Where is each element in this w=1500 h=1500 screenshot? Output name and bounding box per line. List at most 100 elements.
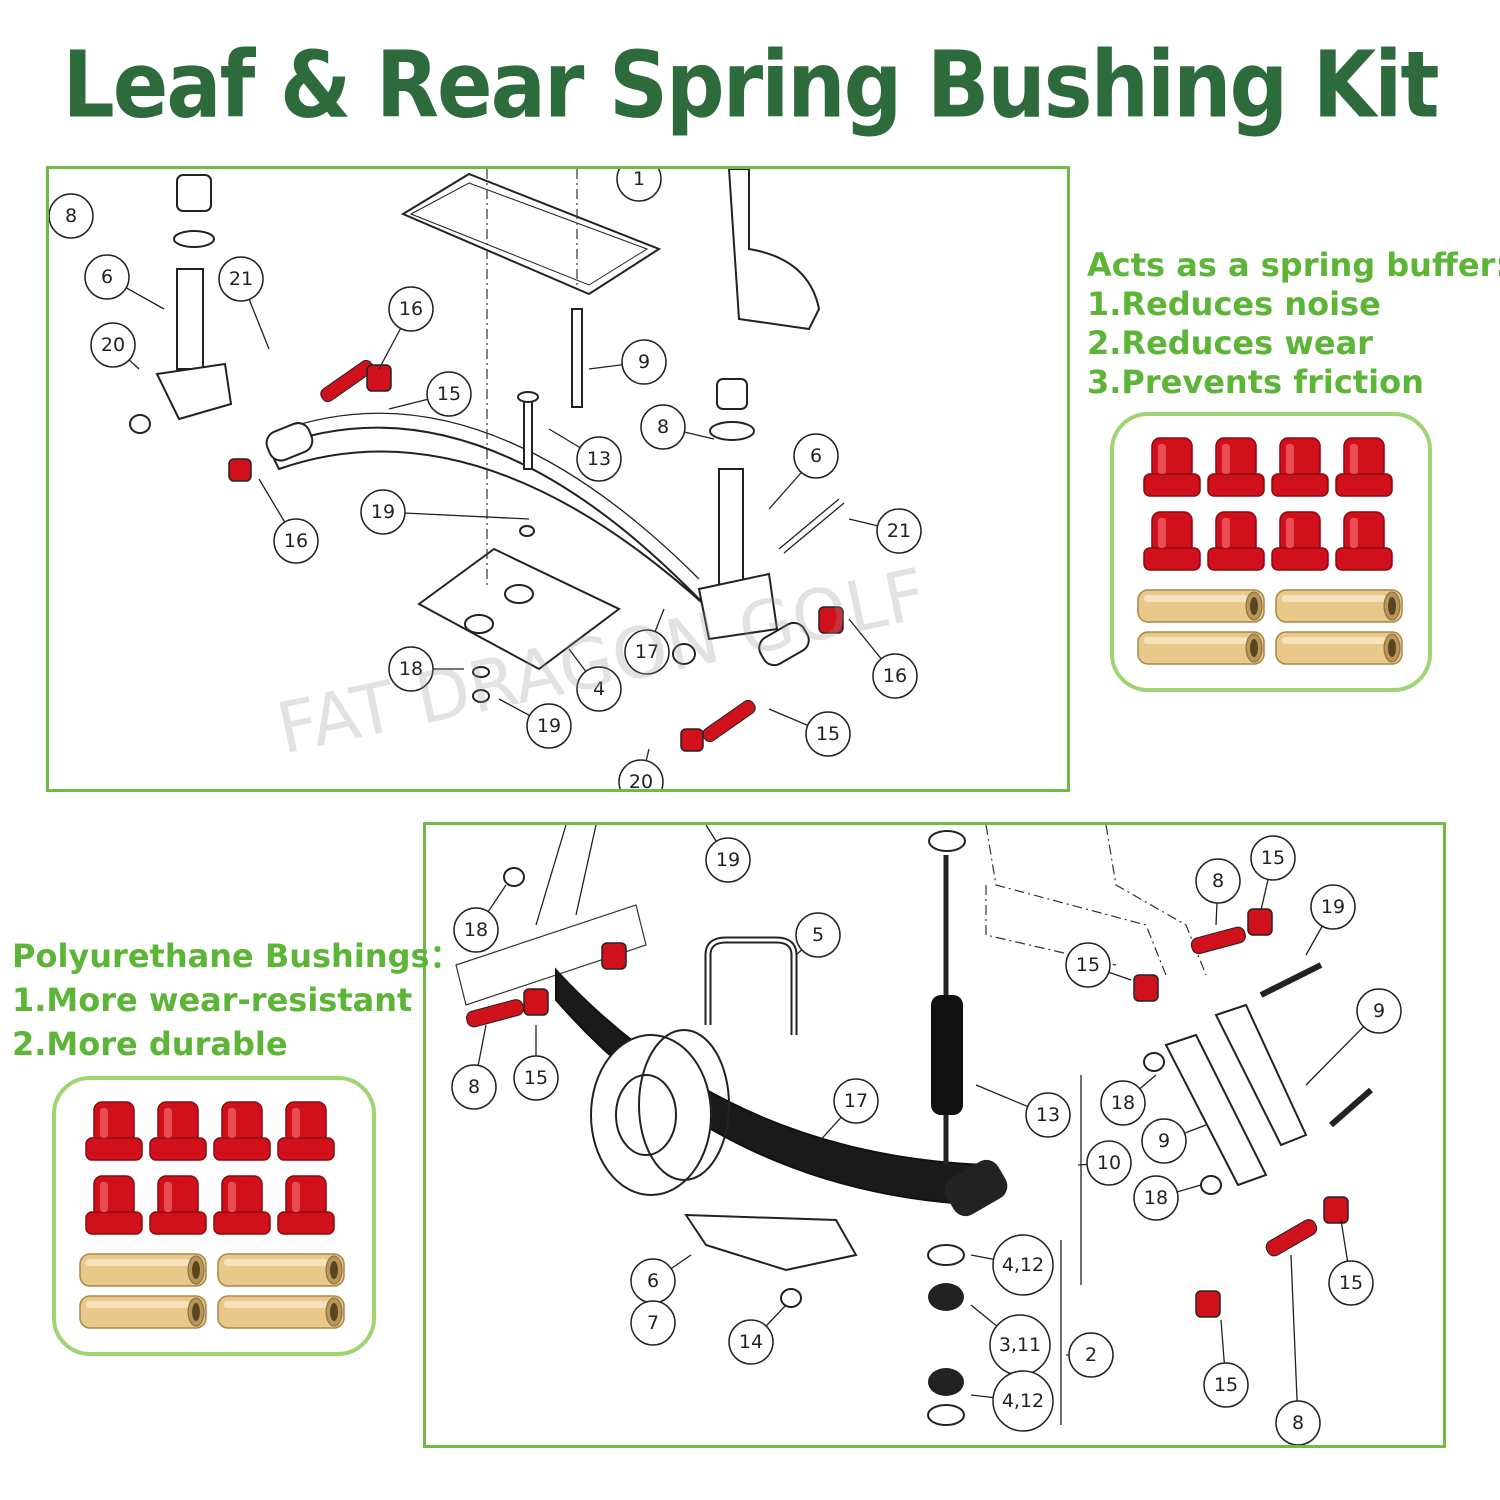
callout-circle [624,629,670,675]
red-flanged-bushing [1271,511,1329,571]
bushing-15-right-c [1323,1196,1349,1224]
callout-10: 10 [1077,1140,1132,1186]
callout-1: 1 [616,169,662,202]
callout-circle [1100,1080,1146,1126]
callout-6: 6 [84,254,165,310]
red-flanged-bushing [85,1101,143,1161]
callout-8: 8 [451,1024,497,1110]
callout-15: 15 [513,1025,559,1101]
callout-label: 15 [1339,1272,1363,1294]
callout-circle [1328,1260,1374,1306]
brass-sleeve [1275,631,1403,665]
callout-label: 15 [1214,1374,1238,1396]
spindle-bracket-left [155,362,233,421]
spindle-bracket-right [697,572,779,641]
callout-18: 18 [453,884,507,953]
bushing-16-lower-right [680,728,704,752]
callout-20: 20 [618,748,664,789]
callout-label: 19 [371,501,395,523]
callout-circle [1203,1362,1249,1408]
red-flanged-bushing [277,1101,335,1161]
kit-parts-left [79,1101,345,1329]
callout-18: 18 [1100,1074,1157,1126]
callout-circle [1065,942,1111,988]
callout-circle [1310,884,1356,930]
buffer-item-3: 3.Prevents friction [1087,363,1424,401]
callout-label: 2 [1085,1344,1097,1366]
callout-circle [630,1300,676,1346]
callout-circle [360,489,406,535]
poly-item-1: 1.More wear-resistant [12,981,413,1019]
callout-label: 4,12 [1002,1254,1044,1276]
callout-label: 15 [816,723,840,745]
red-flanged-bushing [1207,437,1265,497]
callout-label: 8 [1292,1412,1304,1434]
callout-label: 16 [284,530,308,552]
callout-label: 13 [587,448,611,470]
callout-label: 8 [1212,870,1224,892]
buffer-heading: Acts as a spring buffer: [1087,246,1500,284]
brass-sleeve [1137,631,1265,665]
callout-label: 4,12 [1002,1390,1044,1412]
callout-circle [616,169,662,202]
callout-label: 15 [524,1067,548,1089]
spindle-knuckle-right [727,169,821,331]
callout-label: 1 [633,169,645,190]
callout-15: 15 [768,708,851,757]
callout-circle [90,322,136,368]
callout-circle [621,339,667,385]
callout-leader [382,511,530,520]
red-flanged-bushing [1143,511,1201,571]
callout-6: 6 [768,433,839,510]
callout-circle [1086,1140,1132,1186]
grommet-3-11-upper [928,1283,964,1311]
callout-18: 18 [1133,1175,1202,1221]
callout-label: 8 [657,416,669,438]
callout-circle [728,1319,774,1365]
callout-circle [1068,1332,1114,1378]
callout-circle [218,256,264,302]
callout-label: 9 [1373,1000,1385,1022]
callout-8: 8 [49,193,94,239]
red-flanged-bushing [213,1101,271,1161]
callout-19: 19 [498,698,572,749]
bushing-15-left-b [601,942,627,970]
callout-15: 15 [1250,835,1296,911]
brass-sleeve [79,1253,207,1287]
callout-13: 13 [975,1084,1071,1138]
brass-sleeve [217,1295,345,1329]
callout-circle [49,193,94,239]
callout-13: 13 [548,428,622,482]
bushing-16-upper-right [818,606,844,634]
spring-eye-left [265,422,314,462]
callout-label: 4 [593,678,605,700]
red-flanged-bushing [213,1175,271,1235]
poly-heading: Polyurethane Bushings： [12,937,462,975]
callout-18: 18 [388,646,464,692]
callout-5: 5 [795,912,841,958]
red-flanged-bushing [1143,437,1201,497]
red-flanged-bushing [149,1175,207,1235]
red-flanged-bushing [149,1101,207,1161]
red-flanged-bushing [1335,437,1393,497]
callout-label: 13 [1036,1104,1060,1126]
shackle-9-b [1214,1003,1308,1147]
callout-label: 19 [716,849,740,871]
callout-6: 6 [630,1254,692,1304]
callout-19: 19 [1305,884,1356,956]
callout-9: 9 [1141,1118,1207,1164]
sleeve-8-right-lower [1265,1219,1318,1257]
bushing-15-right-d [1195,1290,1221,1318]
callout-15: 15 [1065,942,1132,988]
callout-4-12: 4,12 [970,1234,1054,1296]
bushing-kit-photo-left [52,1076,376,1356]
callout-label: 18 [1111,1092,1135,1114]
callout-21: 21 [848,508,922,554]
callout-circle [576,666,622,712]
callout-circle [388,646,434,692]
callout-circle [576,436,622,482]
bushing-15-left-a [523,988,549,1016]
